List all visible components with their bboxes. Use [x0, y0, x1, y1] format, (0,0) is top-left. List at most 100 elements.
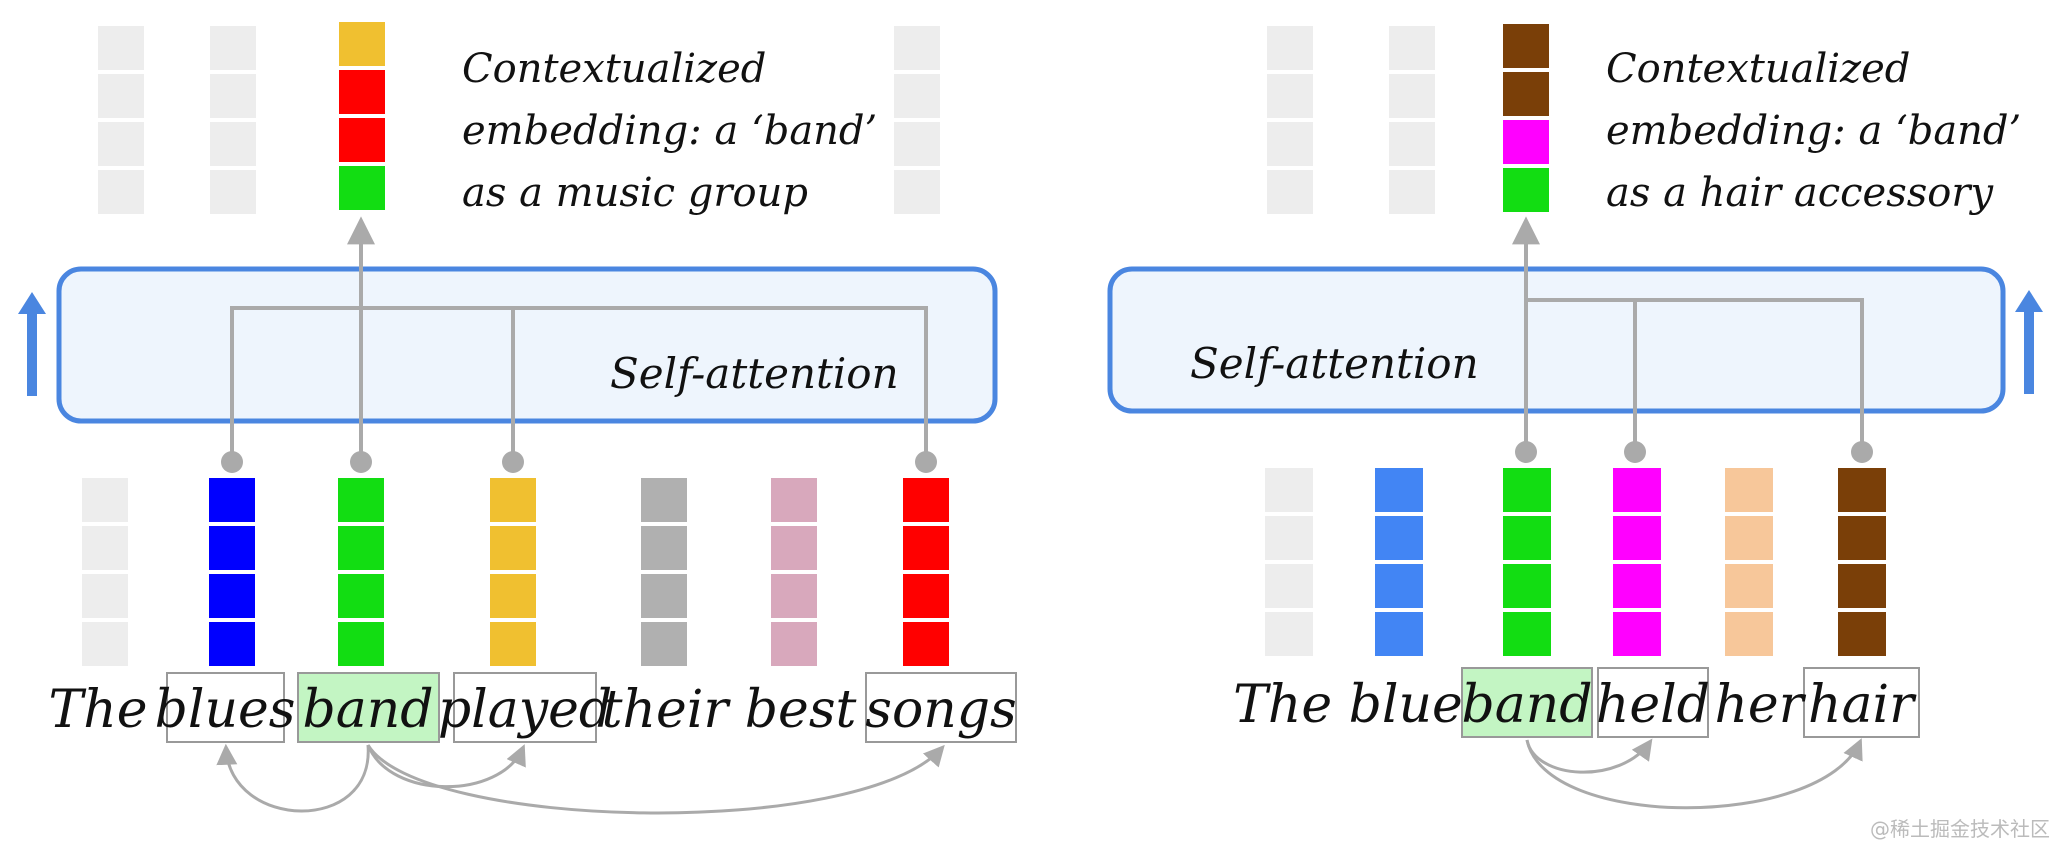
- left-token-vector-3-cell-3: [338, 574, 384, 618]
- left-token-vector-5-cell-1: [641, 478, 687, 522]
- right-token-vector-6-cell-4: [1838, 612, 1886, 656]
- left-word-box-played: [453, 672, 597, 743]
- left-faded-output-1-cell-1: [98, 26, 144, 70]
- left-faded-output-3-cell-3: [894, 122, 940, 166]
- right-self-attention-box: [1107, 266, 2006, 414]
- right-faded-output-1-cell-3: [1267, 122, 1313, 166]
- left-token-vector-4-cell-1: [490, 478, 536, 522]
- left-token-vector-7-cell-4: [903, 622, 949, 666]
- left-faded-output-3-cell-4: [894, 170, 940, 214]
- left-words-their-best: their best: [602, 680, 857, 740]
- right-token-vector-2-cell-3: [1375, 564, 1423, 608]
- right-arc-band-to-hair: [1525, 738, 1863, 810]
- right-attention-connectors: [1512, 216, 1864, 452]
- left-token-vector-2-cell-1: [209, 478, 255, 522]
- left-arc-band-to-played: [366, 744, 526, 789]
- left-token-vector-7-cell-1: [903, 478, 949, 522]
- left-self-attention-box: [56, 266, 998, 424]
- left-token-embeddings: [82, 478, 949, 666]
- left-token-vector-1-cell-4: [82, 622, 128, 666]
- right-token-vector-4-cell-2: [1613, 516, 1661, 560]
- left-token-vector-1-cell-3: [82, 574, 128, 618]
- right-word-box-hair: [1803, 667, 1920, 738]
- left-word-box-band: [297, 672, 440, 743]
- left-attention-connectors: [230, 216, 928, 462]
- right-token-vector-6-cell-2: [1838, 516, 1886, 560]
- right-self-attention-label: Self-attention: [1190, 339, 1479, 388]
- right-token-vector-1-cell-4: [1265, 612, 1313, 656]
- left-token-vector-5-cell-2: [641, 526, 687, 570]
- left-faded-output-3-cell-1: [894, 26, 940, 70]
- left-faded-output-2-cell-2: [210, 74, 256, 118]
- watermark: @稀土掘金技术社区: [1870, 817, 2050, 841]
- right-faded-output-2-cell-4: [1389, 170, 1435, 214]
- right-dot-hair: [1851, 441, 1873, 463]
- left-direction-arrow: [18, 292, 46, 396]
- right-faded-output-2-cell-1: [1389, 26, 1435, 70]
- right-token-vector-1-cell-3: [1265, 564, 1313, 608]
- left-token-vector-6-cell-4: [771, 622, 817, 666]
- right-token-vector-3-cell-2: [1503, 516, 1551, 560]
- right-token-vector-5-cell-4: [1725, 612, 1773, 656]
- right-token-vector-2-cell-4: [1375, 612, 1423, 656]
- left-word-box-blues: [166, 672, 285, 743]
- left-token-vector-5-cell-4: [641, 622, 687, 666]
- left-token-vector-7-cell-2: [903, 526, 949, 570]
- right-token-vector-3-cell-1: [1503, 468, 1551, 512]
- left-output-cell-1: [339, 22, 385, 66]
- right-token-vector-2-cell-1: [1375, 468, 1423, 512]
- left-output-cell-4: [339, 166, 385, 210]
- right-word-held: held: [1596, 675, 1710, 735]
- left-faded-output-1-cell-4: [98, 170, 144, 214]
- right-word-her: her: [1714, 675, 1806, 735]
- right-token-vector-6-cell-1: [1838, 468, 1886, 512]
- left-dot-played: [502, 451, 524, 473]
- right-faded-output-vectors: [1267, 26, 1435, 214]
- right-token-vector-3-cell-4: [1503, 612, 1551, 656]
- left-token-vector-1-cell-1: [82, 478, 128, 522]
- right-title-line-2: embedding: a ‘band’: [1606, 108, 2021, 154]
- right-faded-output-2-cell-2: [1389, 74, 1435, 118]
- left-word-band: band: [302, 680, 433, 740]
- left-token-vector-5-cell-3: [641, 574, 687, 618]
- right-token-vector-6-cell-3: [1838, 564, 1886, 608]
- left-token-vector-6-cell-2: [771, 526, 817, 570]
- left-faded-output-1-cell-2: [98, 74, 144, 118]
- left-token-vector-2-cell-3: [209, 574, 255, 618]
- right-token-vector-5-cell-2: [1725, 516, 1773, 560]
- left-title-line-2: embedding: a ‘band’: [462, 108, 877, 154]
- left-word-the: The: [49, 680, 148, 740]
- right-token-vector-4-cell-1: [1613, 468, 1661, 512]
- left-token-vector-6-cell-3: [771, 574, 817, 618]
- right-arc-band-to-held: [1525, 738, 1653, 774]
- right-token-vector-4-cell-4: [1613, 612, 1661, 656]
- right-faded-output-1-cell-1: [1267, 26, 1313, 70]
- left-arc-band-to-songs: [366, 744, 945, 815]
- right-output-cell-3: [1503, 120, 1549, 164]
- left-token-vector-6-cell-1: [771, 478, 817, 522]
- right-token-embeddings: [1265, 468, 1886, 656]
- left-word-played: played: [438, 680, 612, 740]
- left-arc-band-to-blues: [216, 743, 370, 813]
- left-token-vector-1-cell-2: [82, 526, 128, 570]
- right-direction-arrow: [2015, 290, 2043, 394]
- right-output-cell-2: [1503, 72, 1549, 116]
- right-dot-held: [1624, 441, 1646, 463]
- left-token-vector-4-cell-4: [490, 622, 536, 666]
- right-faded-output-1-cell-4: [1267, 170, 1313, 214]
- left-faded-output-3-cell-2: [894, 74, 940, 118]
- right-faded-output-2-cell-3: [1389, 122, 1435, 166]
- right-dot-band: [1515, 441, 1537, 463]
- left-token-vector-2-cell-2: [209, 526, 255, 570]
- right-token-vector-5-cell-3: [1725, 564, 1773, 608]
- left-token-vector-3-cell-4: [338, 622, 384, 666]
- right-word-box-band: [1461, 667, 1593, 738]
- left-self-attention-label: Self-attention: [610, 349, 899, 398]
- left-output-cell-2: [339, 70, 385, 114]
- left-token-vector-3-cell-1: [338, 478, 384, 522]
- right-word-hair: hair: [1808, 675, 1917, 735]
- right-output-cell-1: [1503, 24, 1549, 68]
- left-token-vector-4-cell-3: [490, 574, 536, 618]
- left-title-line-1: Contextualized: [462, 46, 766, 92]
